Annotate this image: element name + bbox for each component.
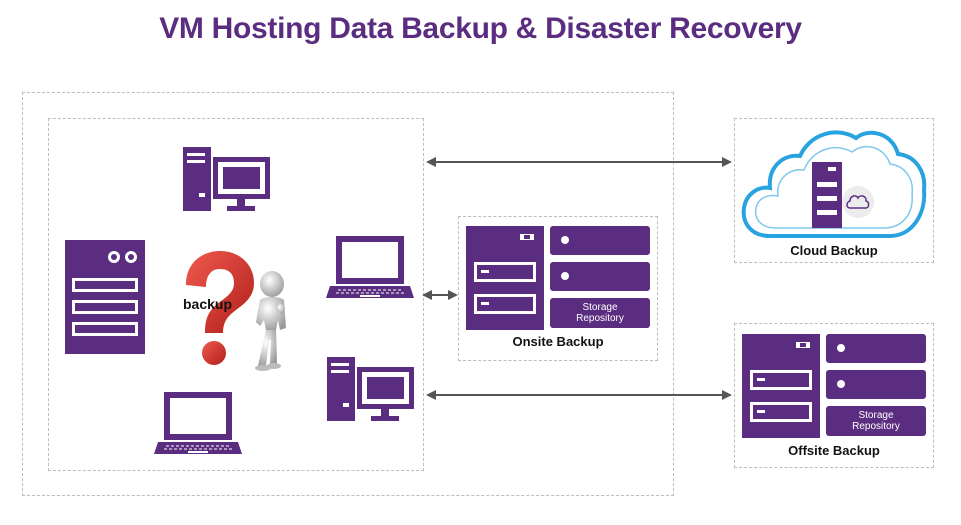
onsite-backup-label: Onsite Backup (512, 334, 604, 349)
offsite-repo-line1: Storage (858, 410, 894, 421)
person-icon (255, 271, 286, 371)
storage-repository-icon (466, 226, 650, 330)
question-mark-icon (186, 251, 254, 365)
cloud-backup-label: Cloud Backup (790, 243, 878, 258)
offsite-backup-box (734, 323, 934, 468)
laptop-icon (326, 236, 414, 298)
offsite-backup-label: Offsite Backup (788, 443, 880, 458)
onsite-backup-box (458, 216, 658, 361)
offsite-repo-label: Storage Repository (826, 410, 926, 432)
server-icon (65, 240, 145, 354)
laptop-icon (154, 392, 242, 454)
desktop-icon (327, 357, 414, 421)
outer-container (22, 92, 674, 496)
onsite-repo-line2: Repository (576, 313, 624, 324)
storage-repository-icon (742, 334, 926, 438)
page-title: VM Hosting Data Backup & Disaster Recove… (159, 12, 802, 45)
onsite-repo-label: Storage Repository (550, 302, 650, 324)
cloud-backup-box (734, 118, 934, 263)
cloud-icon (741, 130, 927, 238)
offsite-repo-line2: Repository (852, 421, 900, 432)
onsite-repo-line1: Storage (582, 302, 618, 313)
desktop-icon (183, 147, 270, 211)
backup-caption: backup (183, 296, 233, 312)
